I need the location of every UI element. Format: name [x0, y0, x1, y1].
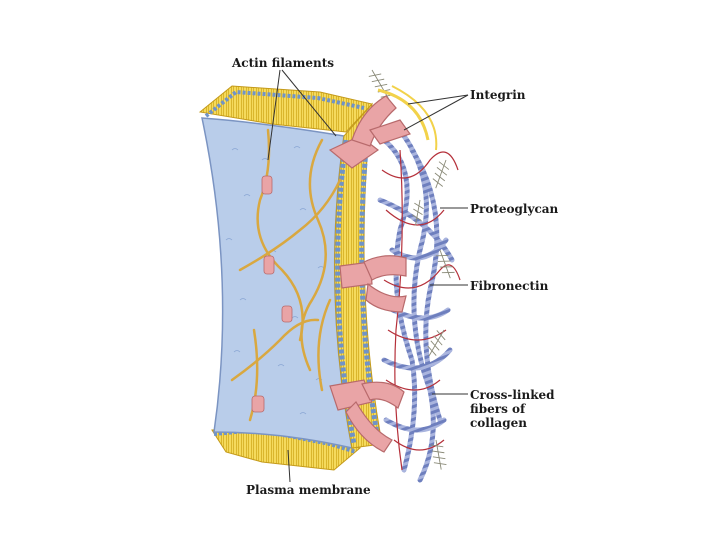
label-proteoglycan: Proteoglycan [470, 202, 558, 216]
cytoplasm-face [202, 118, 352, 448]
label-collagen-line2: fibers of [470, 402, 570, 416]
label-integrin: Integrin [470, 88, 526, 102]
label-fibronectin: Fibronectin [470, 279, 548, 293]
label-collagen-line3: collagen [470, 416, 570, 430]
label-collagen: Cross-linked fibers of collagen [470, 388, 570, 430]
integrins [330, 96, 410, 452]
label-collagen-line1: Cross-linked [470, 388, 570, 402]
label-actin-filaments: Actin filaments [232, 56, 334, 70]
label-plasma-membrane: Plasma membrane [246, 483, 371, 497]
